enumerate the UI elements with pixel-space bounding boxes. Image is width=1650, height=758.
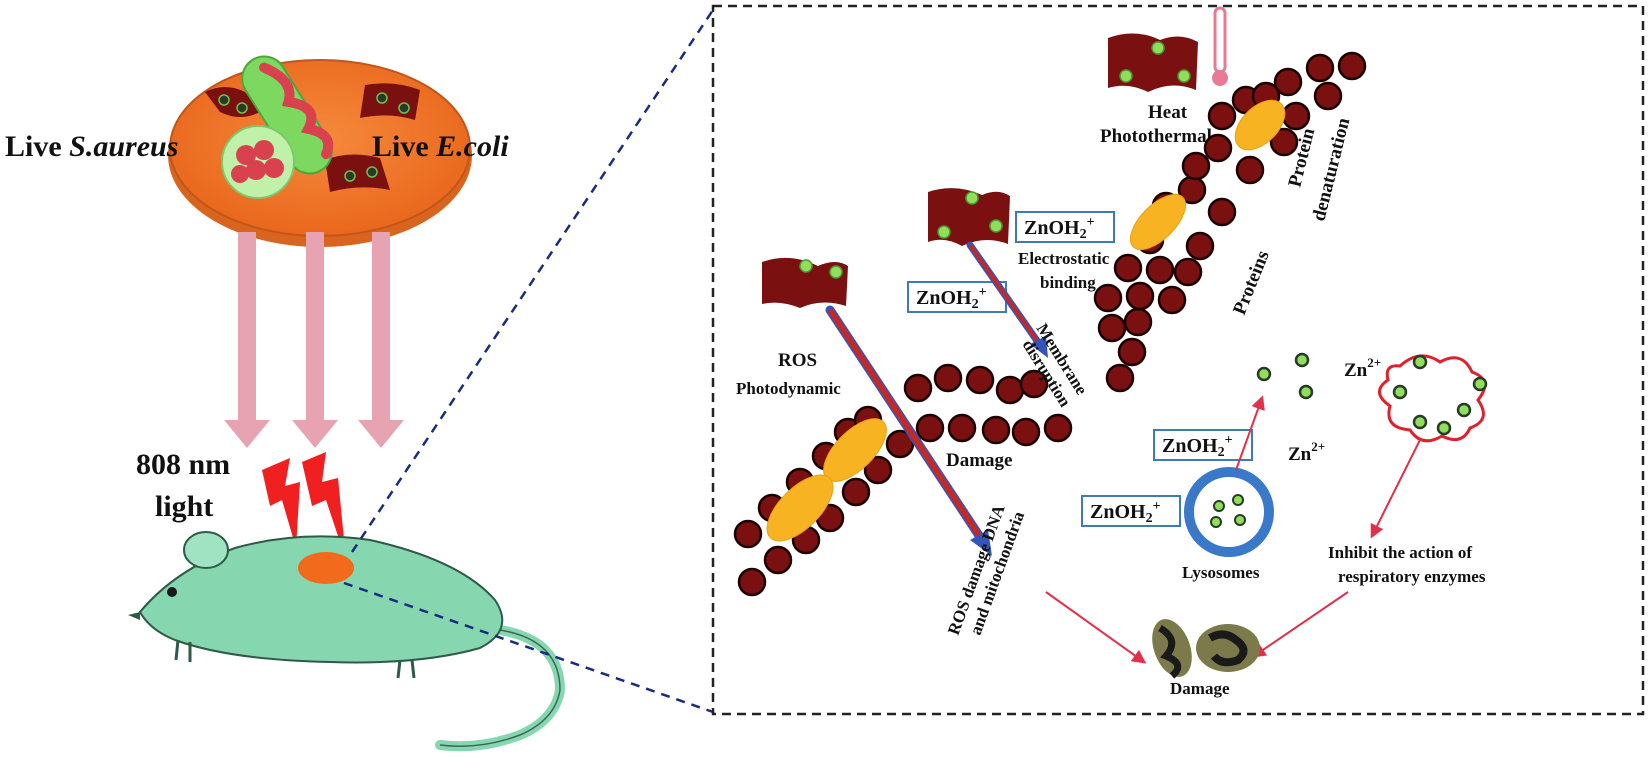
protein-ellipses — [766, 99, 1286, 542]
proteins-label: Proteins — [1229, 248, 1274, 318]
light-label-line1: 808 nm — [136, 448, 230, 481]
bead — [863, 455, 893, 485]
zinc-release-arrow — [1235, 395, 1265, 471]
bead — [1185, 231, 1215, 261]
bead — [1043, 413, 1073, 443]
inhibit-label-line2: respiratory enzymes — [1338, 567, 1486, 586]
bead — [1157, 285, 1187, 315]
bead — [1207, 101, 1237, 131]
bead — [1281, 101, 1311, 131]
damage-bottom-label: Damage — [1170, 679, 1230, 698]
bead — [933, 363, 963, 393]
enzyme-damage-arrow — [1251, 591, 1349, 658]
bacterium-piece — [360, 83, 420, 120]
bead — [1093, 283, 1123, 313]
live-ecoli-label: Live E.coli — [372, 130, 509, 163]
svg-text:ZnOH2+: ZnOH2+ — [1162, 433, 1233, 460]
bead — [1125, 281, 1155, 311]
photodynamic-label: Photodynamic — [736, 379, 841, 398]
zoom-connector-lines — [343, 9, 715, 714]
bead — [1269, 127, 1299, 157]
electrostatic-label-line1: Electrostatic — [1018, 249, 1110, 268]
bead — [1123, 307, 1153, 337]
beam-arrow — [358, 232, 404, 448]
bead — [1011, 417, 1041, 447]
bead — [1181, 151, 1211, 181]
svg-text:ZnOH2+: ZnOH2+ — [1090, 499, 1161, 526]
ros-arrow — [825, 305, 992, 556]
bead — [903, 373, 933, 403]
bead — [1113, 253, 1143, 283]
bead — [1313, 81, 1343, 111]
protein-ellipse — [1129, 193, 1187, 251]
bead — [733, 519, 763, 549]
live-saureus-label: Live S.aureus — [5, 130, 178, 163]
bacterium-piece — [205, 87, 260, 117]
bead — [915, 413, 945, 443]
bead — [981, 415, 1011, 445]
bacterium-piece — [762, 257, 848, 308]
respiratory-enzyme-membrane — [1378, 354, 1488, 443]
svg-text:ZnOH2+: ZnOH2+ — [1024, 215, 1095, 242]
bead — [1173, 257, 1203, 287]
zn-ion-label-top: Zn2+ — [1344, 355, 1381, 381]
heat-label: Heat — [1148, 102, 1188, 123]
dna-damage-arrow — [1045, 591, 1147, 664]
bead — [737, 567, 767, 597]
bead — [965, 365, 995, 395]
bacterium-piece — [928, 188, 1010, 246]
bead — [1235, 155, 1265, 185]
bead — [763, 545, 793, 575]
znoh2-box: ZnOH2+ — [1015, 211, 1115, 243]
electrostatic-arrow — [966, 241, 1048, 358]
bead — [1019, 369, 1049, 399]
damage-mid-label: Damage — [946, 450, 1012, 471]
bacterium-piece — [1108, 33, 1198, 92]
bead — [1273, 67, 1303, 97]
electrostatic-label-line2: binding — [1040, 273, 1096, 292]
bead — [1117, 337, 1147, 367]
treatment-spot — [298, 552, 354, 584]
protein-ellipse — [766, 474, 834, 542]
inhibit-label-line1: Inhibit the action of — [1328, 543, 1472, 562]
znoh2-box: ZnOH2+ — [1153, 429, 1253, 461]
bead — [947, 413, 977, 443]
light-beam-arrows — [224, 232, 404, 448]
zoom-detail-frame — [711, 4, 1645, 716]
lightning-icon — [262, 452, 346, 560]
zn-ion-label-mid: Zn2+ — [1288, 439, 1325, 465]
bead — [885, 429, 915, 459]
svg-text:ZnOH2+: ZnOH2+ — [916, 285, 987, 312]
bead — [841, 477, 871, 507]
bacterium-piece — [325, 154, 390, 192]
beam-arrow — [292, 232, 338, 448]
bead — [1097, 313, 1127, 343]
mouse-illustration — [128, 531, 566, 752]
bead — [1145, 255, 1175, 285]
bead — [1105, 363, 1135, 393]
thermometer-icon — [1212, 6, 1228, 86]
bead — [1203, 133, 1233, 163]
saureus-cluster — [221, 125, 295, 199]
dead-bacteria — [1152, 619, 1260, 679]
photothermal-label: Photothermal — [1100, 126, 1212, 147]
light-label-line2: light — [155, 490, 213, 523]
enzyme-inhibit-arrow — [1370, 439, 1421, 539]
zinc-ions — [1256, 352, 1314, 400]
beam-arrow — [224, 232, 270, 448]
petri-dish — [168, 55, 472, 247]
znoh2-box: ZnOH2+ — [907, 281, 1007, 313]
ros-label: ROS — [778, 350, 817, 371]
bead — [995, 375, 1025, 405]
bead — [1207, 197, 1237, 227]
lysosome — [1184, 467, 1274, 557]
lysosomes-label: Lysosomes — [1182, 563, 1260, 582]
bead — [1337, 51, 1367, 81]
bead — [1305, 53, 1335, 83]
protein-ellipse — [1234, 99, 1286, 151]
znoh2-box: ZnOH2+ — [1081, 495, 1181, 527]
